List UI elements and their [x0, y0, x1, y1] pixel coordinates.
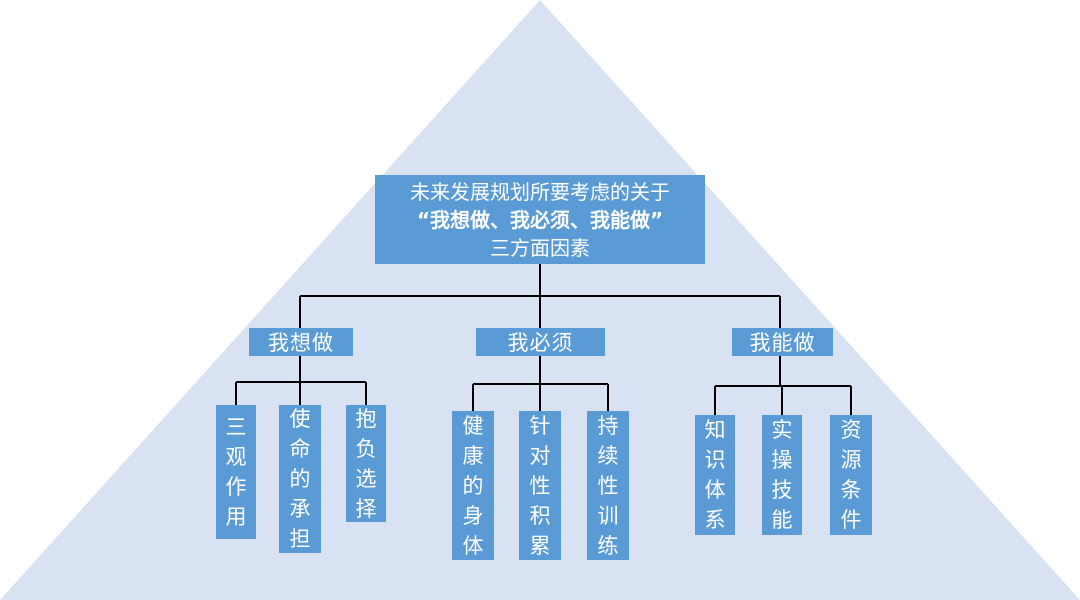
connector-lines [235, 264, 852, 415]
leaf-label: 使命的承担 [289, 407, 311, 551]
leaf-label: 资源条件 [840, 418, 862, 532]
leaf-label: 知识体系 [704, 418, 726, 532]
category-label: 我能做 [749, 331, 816, 355]
category-box-3: 我能做 [732, 328, 833, 356]
leaf-label: 实操技能 [771, 418, 793, 532]
title-box: 未来发展规划所要考虑的关于 “我想做、我必须、我能做” 三方面因素 [375, 175, 705, 264]
title-line-1: 未来发展规划所要考虑的关于 [410, 179, 670, 204]
leaf-box-2-3: 持续性训练 [587, 411, 629, 560]
leaf-box-3-2: 实操技能 [762, 415, 802, 535]
leaf-box-2-1: 健康的身体 [452, 411, 494, 560]
leaf-label: 三观 作用 [225, 415, 247, 529]
category-label: 我必须 [507, 331, 574, 355]
title-line-3: 三方面因素 [490, 235, 590, 260]
leaf-label: 针对性积累 [529, 413, 551, 558]
leaf-box-1-1: 三观 作用 [216, 405, 256, 539]
title-line-2: “我想做、我必须、我能做” [416, 207, 664, 232]
leaf-box-2-2: 针对性积累 [519, 411, 561, 560]
leaf-label: 抱负选择 [355, 406, 377, 521]
category-box-1: 我想做 [249, 328, 353, 356]
leaf-label: 持续性训练 [597, 413, 619, 558]
leaf-label: 健康的身体 [462, 413, 484, 558]
category-label: 我想做 [268, 331, 334, 355]
leaf-box-3-3: 资源条件 [830, 415, 872, 535]
category-box-2: 我必须 [476, 328, 605, 356]
leaf-box-1-3: 抱负选择 [346, 405, 386, 522]
leaf-box-1-2: 使命的承担 [279, 405, 321, 553]
leaf-box-3-1: 知识体系 [695, 415, 735, 535]
